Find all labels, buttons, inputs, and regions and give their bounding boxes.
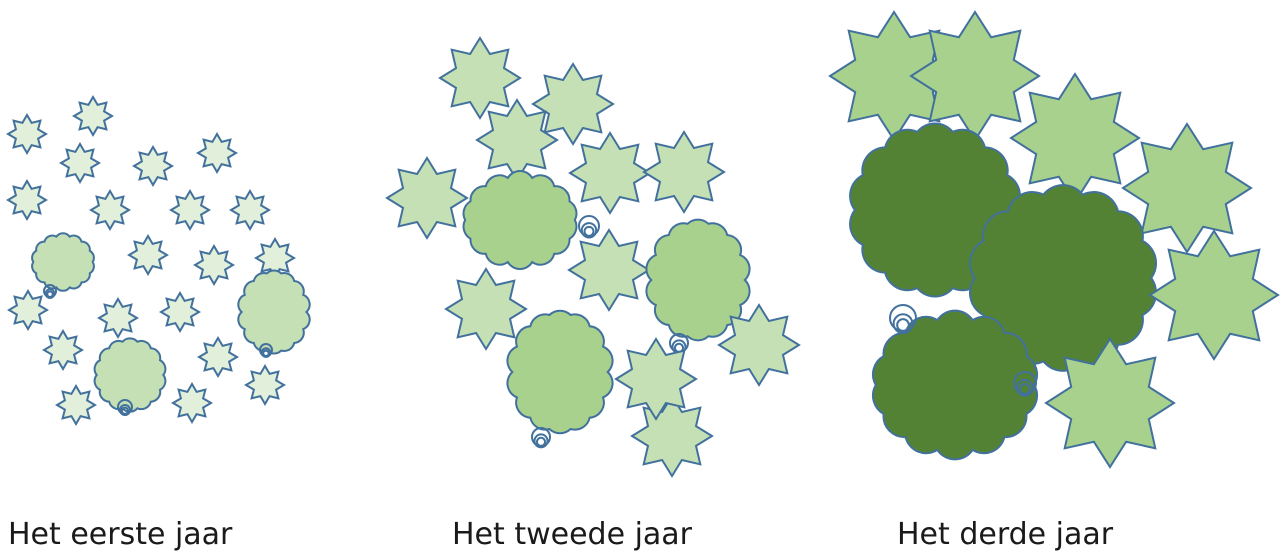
cloud-icon	[31, 232, 95, 292]
trunk-icon	[892, 313, 914, 334]
medium-star-icon	[567, 228, 651, 312]
cloud-icon	[237, 269, 311, 355]
large-star-icon	[1148, 229, 1280, 361]
small-star-icon	[72, 95, 114, 137]
large-star-icon	[1121, 122, 1253, 254]
small-star-icon	[132, 145, 174, 187]
small-star-icon	[97, 297, 139, 339]
trunk-icon	[46, 290, 54, 298]
medium-star-icon	[568, 131, 652, 215]
medium-star-icon	[385, 156, 469, 240]
small-star-icon	[55, 384, 97, 426]
caption-year-1: Het eerste jaar	[8, 517, 233, 552]
trunk-icon	[896, 318, 910, 332]
small-star-icon	[89, 189, 131, 231]
trunk-icon	[580, 222, 598, 239]
small-star-icon	[197, 336, 239, 378]
cloud-icon	[645, 218, 751, 342]
trunk-icon	[1019, 382, 1031, 395]
medium-star-icon	[438, 36, 522, 120]
medium-star-icon	[717, 303, 801, 387]
trunk-icon	[118, 403, 132, 417]
small-star-icon	[6, 113, 48, 155]
medium-star-icon	[630, 394, 714, 478]
caption-year-2: Het tweede jaar	[452, 517, 692, 552]
cloud-icon	[506, 309, 614, 435]
trunk-icon	[1016, 378, 1034, 397]
small-star-icon	[169, 189, 211, 231]
small-star-icon	[6, 179, 48, 221]
small-star-icon	[229, 189, 271, 231]
small-star-icon	[127, 234, 169, 276]
small-star-icon	[59, 142, 101, 184]
caption-year-3: Het derde jaar	[897, 517, 1114, 552]
small-star-icon	[7, 289, 49, 331]
large-star-icon	[909, 10, 1041, 142]
medium-star-icon	[642, 130, 726, 214]
trunk-icon	[533, 433, 549, 449]
trunk-icon	[535, 436, 547, 447]
small-star-icon	[159, 291, 201, 333]
cloud-icon	[462, 169, 578, 271]
large-star-icon	[1009, 72, 1141, 204]
panel-year-3	[828, 10, 1280, 469]
trunk-icon	[583, 225, 595, 237]
medium-star-icon	[531, 62, 615, 146]
small-star-icon	[193, 244, 235, 286]
trunk-icon	[120, 406, 130, 415]
panel-year-1	[6, 95, 311, 426]
medium-star-icon	[475, 98, 559, 182]
panel-year-2	[385, 36, 801, 478]
small-star-icon	[244, 364, 286, 406]
cloud-icon	[93, 337, 167, 413]
trunk-icon	[262, 349, 270, 357]
small-star-icon	[196, 132, 238, 174]
small-star-icon	[171, 382, 213, 424]
cloud-icon	[871, 309, 1039, 461]
large-star-icon	[1044, 337, 1176, 469]
medium-star-icon	[444, 267, 528, 351]
small-star-icon	[42, 329, 84, 371]
medium-star-icon	[614, 337, 698, 421]
